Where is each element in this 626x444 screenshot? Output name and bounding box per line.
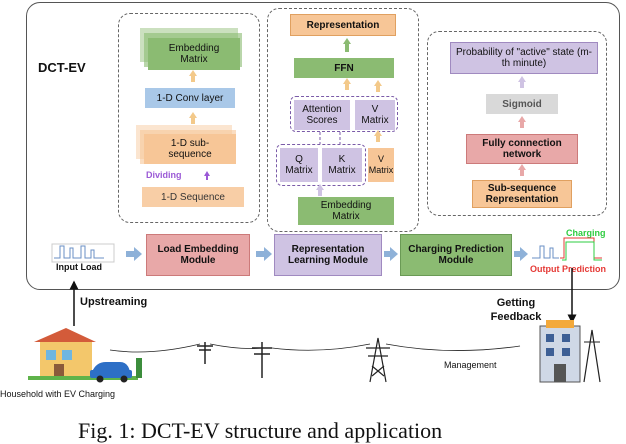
v-matrix-top-box: V Matrix: [355, 100, 395, 130]
utility-pole-icon: [252, 342, 272, 378]
attention-connectors: [319, 132, 341, 144]
utility-pole-icon: [197, 342, 213, 364]
representation-box: Representation: [290, 14, 396, 36]
charging-label: Charging: [566, 228, 606, 238]
attention-scores-box: Attention Scores: [294, 100, 350, 130]
upstreaming-label: Upstreaming: [80, 296, 148, 308]
output-prediction-label: Output Prediction: [530, 264, 606, 274]
v-matrix-box: V Matrix: [368, 148, 394, 182]
sigmoid-box: Sigmoid: [486, 94, 558, 114]
charging-station-icon: [539, 320, 601, 383]
embedding-matrix-box: Embedding Matrix: [148, 38, 240, 70]
ffn-box: FFN: [294, 58, 394, 78]
sequence-box: 1-D Sequence: [142, 187, 244, 207]
output-prediction-icon: [532, 237, 602, 261]
prediction-panel: [427, 31, 607, 216]
house-icon: [28, 328, 138, 380]
management-label: Management: [444, 360, 497, 370]
k-matrix-box: K Matrix: [322, 148, 362, 182]
conv-layer-box: 1-D Conv layer: [145, 88, 235, 108]
input-load-icon: [51, 243, 115, 263]
input-load-label: Input Load: [56, 262, 102, 272]
q-matrix-box: Q Matrix: [280, 148, 318, 182]
dct-ev-frame: [26, 2, 620, 290]
sub-sequence-box: 1-D sub-sequence: [144, 134, 236, 164]
probability-box: Probability of "active" state (m-th minu…: [450, 42, 598, 74]
attention-panel: [267, 8, 419, 232]
embedding-panel: [118, 13, 260, 223]
dct-ev-title: DCT-EV: [38, 60, 86, 75]
ev-car-icon: [90, 358, 142, 383]
sub-seq-rep-box: Sub-sequence Representation: [472, 180, 572, 208]
attention-group: [290, 96, 398, 132]
module-flow-arrows: [126, 247, 528, 261]
diagram-graphics: [28, 38, 602, 383]
representation-learning-module: Representation Learning Module: [274, 234, 382, 276]
power-lines: [109, 343, 521, 353]
fully-connection-box: Fully connection network: [466, 134, 578, 164]
getting-feedback-label: Getting Feedback: [490, 297, 542, 323]
charging-prediction-module: Charging Prediction Module: [400, 234, 512, 276]
dividing-label: Dividing: [146, 170, 182, 180]
household-label: Household with EV Charging: [0, 389, 116, 399]
load-embedding-module: Load Embedding Module: [146, 234, 250, 276]
embedding-flow-arrows: [189, 38, 526, 196]
transmission-tower-icon: [366, 337, 390, 383]
attention-embedding-box: Embedding Matrix: [298, 197, 394, 225]
dividing-arrow-icon: [204, 171, 210, 180]
